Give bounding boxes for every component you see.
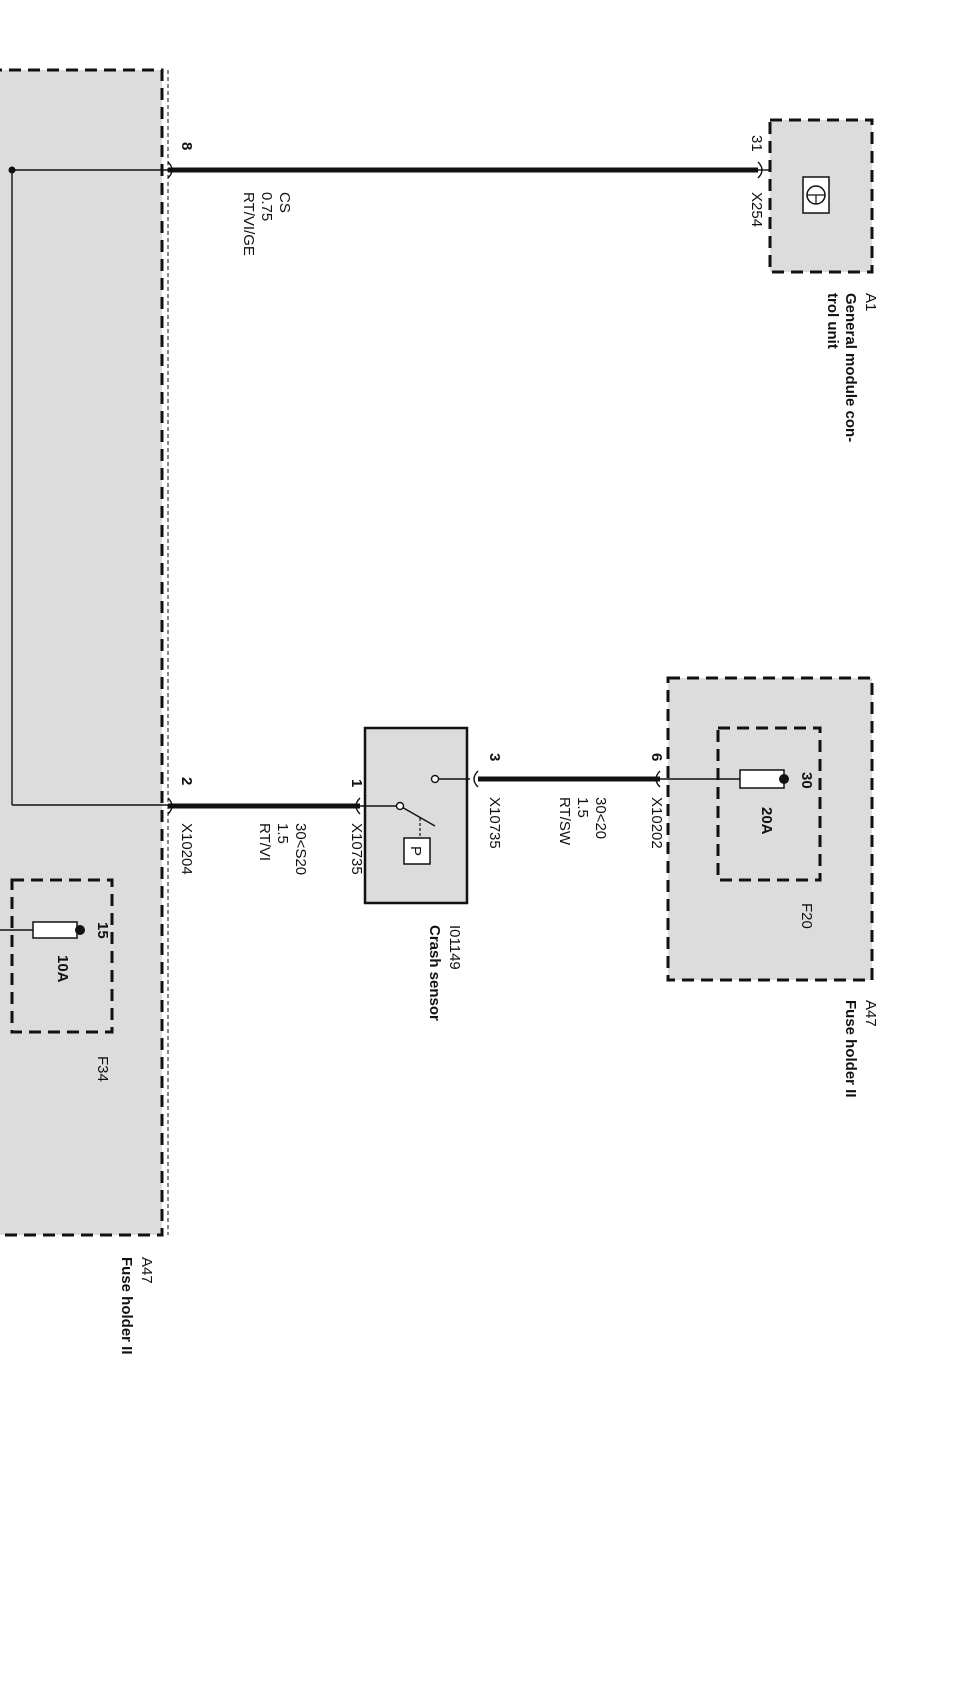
pin-8-label: 8 (178, 142, 195, 150)
fuse-F34-rating: 10A (54, 955, 71, 983)
module-A1-connector: X254 (748, 192, 765, 227)
wire-sensor-out-size: 1.5 (574, 797, 591, 818)
pin-2-connector (167, 797, 173, 815)
fuse-F20-rating: 20A (758, 807, 775, 835)
fuse-F20-body (739, 769, 785, 789)
pin-3-label: 3 (486, 753, 503, 761)
fuse-F34-body (32, 921, 78, 939)
wire-cs-size: 0.75 (258, 192, 275, 221)
wire-cs-code: CS (276, 192, 293, 213)
pin-31-label: 31 (748, 135, 765, 152)
wire-sensor-in-color: RT/VI (256, 823, 273, 861)
wire-sensor-in-size: 1.5 (274, 823, 291, 844)
fuse-holder-left-ref: A47 (138, 1257, 155, 1284)
wire-sensor-out-connector: X10202 (648, 797, 665, 849)
module-A1-name-line1: General module con- (842, 293, 859, 442)
wire-sensor-out-circuit: 30<20 (592, 797, 609, 839)
fuse-F34-terminal (75, 925, 85, 935)
fuse-F34-pin: 15 (94, 922, 111, 939)
fuse-F20-terminal (779, 774, 789, 784)
crash-sensor-ref: I01149 (446, 925, 463, 970)
pin-1-connector (355, 797, 361, 815)
wire-cs-color: RT/VI/GE (240, 192, 257, 256)
wire-sensor-out-color: RT/SW (556, 797, 573, 846)
wire-sensor-in-connector: X10204 (178, 823, 195, 875)
module-A1-name-line2: trol unit (824, 293, 841, 349)
module-A1-ref: A1 (862, 293, 879, 311)
pin-1-label: 1 (348, 779, 365, 787)
fuse-holder-left-name: Fuse holder II (118, 1257, 135, 1355)
fuse-F34-ref: F34 (94, 1056, 111, 1082)
pin-3-connector (473, 770, 479, 788)
fuse-F20-box (716, 726, 822, 882)
pin-2-label: 2 (178, 777, 195, 785)
wire-sensor-in-circuit: 30<S20 (292, 823, 309, 875)
fuse-holder-right-name: Fuse holder II (842, 1000, 859, 1098)
pin-6-connector (655, 770, 661, 788)
fuse-holder-right-box (666, 676, 874, 982)
crash-sensor-connector-top: X10735 (486, 797, 503, 849)
pin-8-connector (167, 161, 173, 179)
sensor-switch-blade (399, 805, 436, 827)
fuse-holder-left-box (0, 68, 164, 1237)
crash-sensor-name: Crash sensor (426, 925, 443, 1021)
pressure-switch-icon (403, 837, 431, 865)
pin-6-label: 6 (648, 753, 665, 761)
fuse-F20-ref: F20 (798, 903, 815, 929)
fuse-F20-pin: 30 (798, 772, 815, 789)
crash-sensor-connector-bottom: X10735 (348, 823, 365, 875)
pressure-symbol: P (407, 846, 424, 856)
fuse-F34-box (10, 878, 114, 1034)
fuse-holder-right-ref: A47 (862, 1000, 879, 1027)
